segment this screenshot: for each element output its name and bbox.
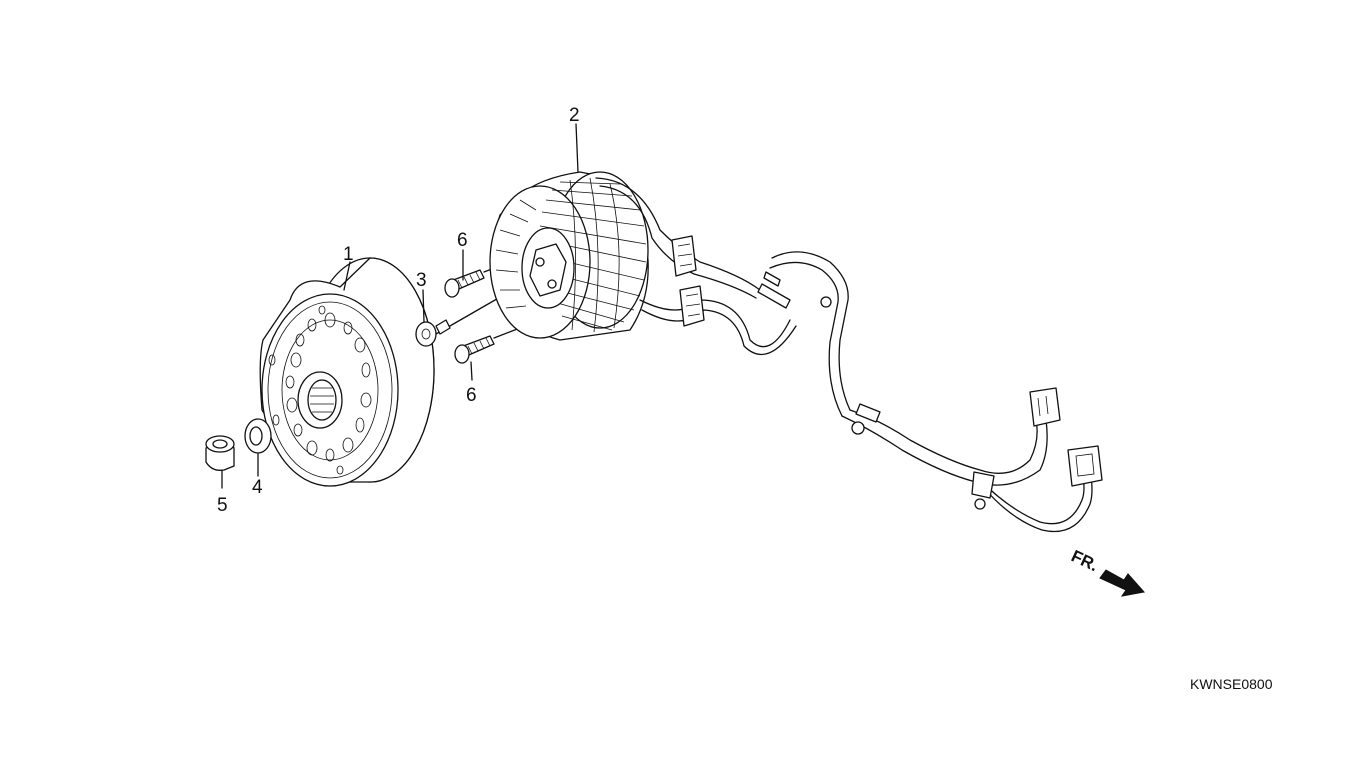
stator-assembly (489, 171, 649, 341)
wiring-harness (595, 177, 1103, 533)
callout-2: 2 (569, 105, 580, 126)
callout-3: 3 (416, 270, 427, 291)
flange-bolt (415, 295, 503, 347)
flywheel-rotor (259, 257, 435, 487)
connector-right-upper (1029, 387, 1061, 427)
callout-leaders (221, 123, 579, 489)
callout-5: 5 (217, 495, 228, 516)
washer (244, 418, 272, 454)
connector-middle (679, 285, 705, 327)
flywheel-nut (205, 435, 235, 471)
socket-bolt-upper (444, 261, 511, 298)
socket-bolt-lower (454, 327, 521, 364)
drawing-code: KWNSE0800 (1190, 676, 1273, 692)
callout-6-lower: 6 (466, 385, 477, 406)
connector-right-lower (1067, 445, 1103, 487)
callout-6-upper: 6 (457, 230, 468, 251)
front-direction-marker: FR. (1068, 546, 1145, 597)
front-arrow-icon (1099, 569, 1145, 597)
front-label: FR. (1068, 546, 1101, 575)
stator-windings (495, 177, 647, 333)
callout-1: 1 (343, 244, 354, 265)
callout-4: 4 (252, 477, 263, 498)
connector-upper (671, 235, 697, 277)
rotor-holes (268, 305, 372, 475)
